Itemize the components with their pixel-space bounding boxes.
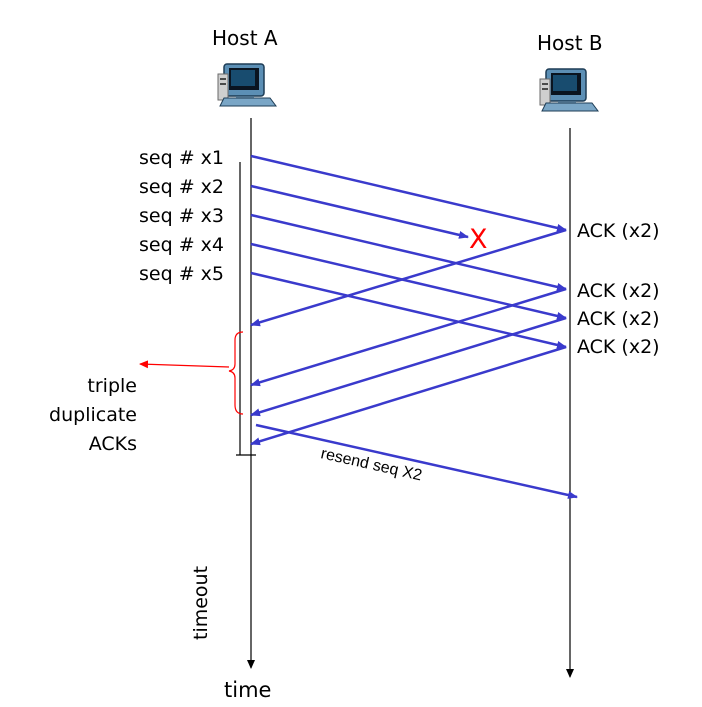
annotation-line-1: triple — [87, 375, 137, 397]
host-b-label: Host B — [537, 31, 603, 55]
segment-arrow-x1 — [250, 154, 567, 232]
annotation-line-2: duplicate — [49, 404, 137, 426]
computer-icon — [539, 68, 599, 112]
segment-label-x5: seq # x5 — [139, 263, 224, 285]
ack-arrow-1 — [250, 228, 567, 327]
loss-marker: X — [469, 224, 488, 255]
segment-label-x2: seq # x2 — [139, 176, 224, 198]
segment-arrow-x2-lost — [250, 184, 469, 239]
ack-label-3: ACK (x2) — [577, 308, 660, 330]
ack-arrow-4 — [250, 345, 567, 446]
resend-arrow — [255, 423, 578, 499]
ack-label-2: ACK (x2) — [577, 280, 660, 302]
annotation-arrow — [139, 360, 230, 369]
segment-arrow-x4 — [250, 242, 567, 320]
time-label: time — [224, 678, 271, 702]
ack-label-1: ACK (x2) — [577, 220, 660, 242]
timeout-bracket — [236, 162, 256, 456]
ack-arrow-2 — [250, 287, 567, 387]
segment-label-x3: seq # x3 — [139, 205, 224, 227]
segment-arrow-x3 — [250, 213, 567, 291]
ack-label-4: ACK (x2) — [577, 336, 660, 358]
segment-label-x1: seq # x1 — [139, 147, 224, 169]
timeout-label: timeout — [190, 566, 212, 640]
host-a-label: Host A — [212, 26, 278, 50]
duplicate-acks-brace — [228, 331, 244, 415]
segment-label-x4: seq # x4 — [139, 234, 224, 256]
computer-icon — [217, 63, 277, 107]
ack-arrow-3 — [250, 316, 567, 417]
annotation-line-3: ACKs — [89, 433, 137, 455]
